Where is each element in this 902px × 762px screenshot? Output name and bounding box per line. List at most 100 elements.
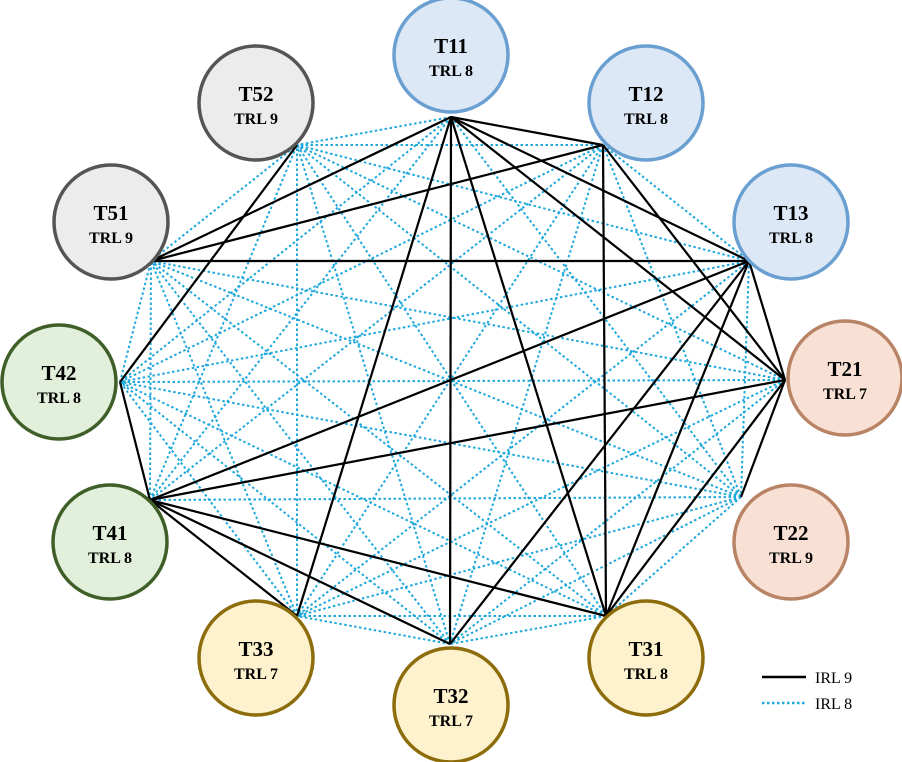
node-label: T52	[238, 82, 273, 106]
node-label: T32	[433, 684, 468, 708]
irl8-edge-T11-T41	[149, 116, 452, 501]
node-label: T21	[827, 357, 862, 381]
node-circle	[197, 599, 315, 717]
irl8-edge-T11-T52	[296, 116, 452, 146]
irl8-edge-T51-T52	[150, 144, 298, 262]
irl9-edge-T21-T22	[739, 379, 787, 498]
irl8-edge-T21-T52	[296, 144, 786, 381]
irl8-edge-T41-T52	[149, 144, 298, 501]
node-circle	[51, 483, 169, 601]
irl8-edge-T11-T42	[119, 116, 452, 383]
node-trl-label: TRL 7	[234, 666, 278, 683]
irl8-edge-T21-T32	[449, 379, 786, 645]
node-circle	[197, 44, 315, 162]
irl9-edge-T12-T21	[602, 144, 786, 381]
node-trl-label: TRL 8	[769, 230, 813, 247]
node-label: T33	[238, 637, 273, 661]
node-circle	[392, 646, 510, 762]
irl9-edge-T12-T51	[150, 143, 604, 263]
node-trl-label: TRL 8	[624, 666, 668, 683]
irl8-edge-T13-T42	[119, 260, 750, 383]
irl9-edge-T21-T41	[149, 378, 786, 502]
node-label: T41	[92, 521, 127, 545]
node-trl-label: TRL 8	[88, 550, 132, 567]
node-trl-label: TRL 7	[429, 713, 473, 730]
irl8-edge-T22-T41	[149, 496, 742, 501]
node-trl-label: TRL 8	[429, 63, 473, 80]
irl9-edge-T41-T42	[118, 381, 152, 501]
node-circle	[587, 44, 705, 162]
irl8-edge-T22-T42	[119, 381, 742, 498]
irl9-edge-T11-T21	[450, 116, 786, 381]
node-trl-label: TRL 9	[769, 550, 813, 567]
irl8-edge-layer	[119, 116, 786, 645]
node-circle	[392, 0, 510, 114]
irl9-edge-T11-T13	[450, 116, 750, 262]
irl9-edge-T33-T41	[149, 499, 298, 617]
irl9-edge-T13-T31	[604, 260, 751, 617]
irl8-edge-T13-T22	[740, 260, 750, 498]
irl9-edge-T51-T11	[150, 116, 452, 262]
irl9-edge-layer	[118, 115, 787, 645]
irl9-edge-T32-T41	[149, 499, 451, 645]
irl8-edge-T31-T32	[449, 615, 607, 645]
irl8-edge-T13-T52	[296, 144, 750, 262]
irl8-edge-T32-T52	[296, 144, 451, 645]
node-trl-label: TRL 9	[89, 230, 133, 247]
node-label: T13	[773, 201, 808, 225]
node-circle	[0, 323, 118, 441]
node-trl-label: TRL 8	[37, 390, 81, 407]
irl8-edge-T12-T13	[602, 144, 750, 262]
irl9-edge-T11-T12	[450, 115, 604, 147]
irl9-edge-T42-T52	[119, 144, 298, 383]
irl8-edge-T33-T51	[150, 260, 298, 617]
irl8-edge-T12-T22	[602, 144, 742, 498]
node-circle	[52, 163, 170, 281]
node-circle	[786, 319, 902, 437]
irl8-edge-T21-T51	[150, 260, 786, 381]
node-circle	[587, 599, 705, 717]
irl9-edge-T31-T41	[149, 498, 607, 618]
node-label: T51	[93, 201, 128, 225]
irl8-edge-T22-T33	[296, 496, 742, 617]
irl8-edge-T42-T51	[119, 260, 152, 383]
irl9-edge-T13-T32	[449, 260, 750, 645]
irl8-edge-T33-T42	[119, 381, 298, 617]
node-label: T12	[628, 82, 663, 106]
node-trl-label: TRL 7	[823, 386, 867, 403]
irl8-edge-T31-T51	[150, 260, 607, 617]
irl9-edge-T13-T41	[149, 259, 750, 502]
irl9-edge-T12-T31	[601, 144, 608, 617]
legend: IRL 9 IRL 8	[762, 670, 852, 713]
legend-irl9-label: IRL 9	[815, 670, 852, 687]
node-label: T31	[628, 637, 663, 661]
irl8-edge-T32-T42	[119, 381, 451, 645]
irl8-edge-T22-T31	[605, 496, 742, 617]
irl8-edge-T13-T33	[296, 260, 750, 617]
node-trl-label: TRL 8	[624, 111, 668, 128]
legend-irl8-label: IRL 8	[815, 696, 852, 713]
node-trl-label: TRL 9	[234, 111, 278, 128]
node-label: T42	[41, 361, 76, 385]
irl8-edge-T32-T51	[150, 260, 451, 645]
irl8-edge-T22-T51	[150, 260, 742, 498]
irl8-edge-T21-T42	[119, 379, 786, 383]
irl9-edge-T11-T33	[295, 116, 453, 617]
irl8-edge-T31-T42	[119, 381, 607, 617]
node-label: T22	[773, 521, 808, 545]
node-circle	[732, 163, 850, 281]
